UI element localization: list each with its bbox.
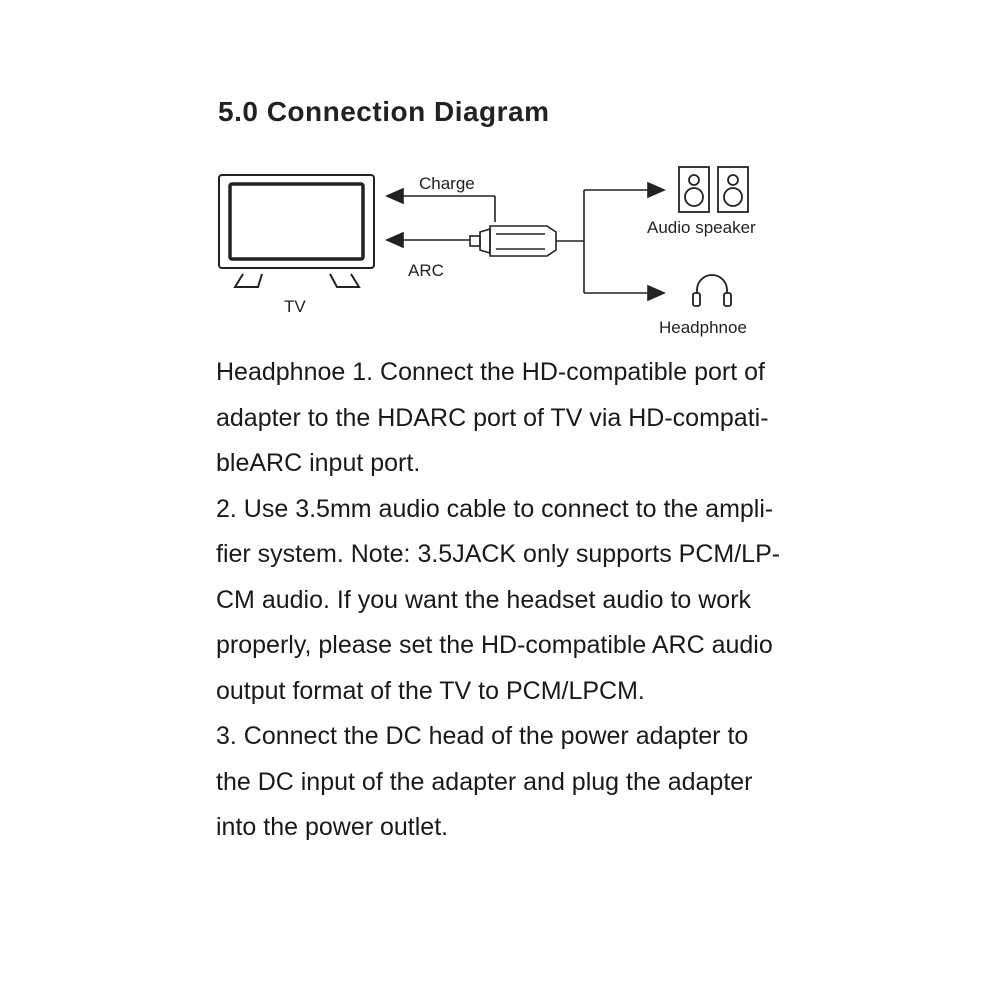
speaker-icon bbox=[678, 166, 749, 213]
arc-arrow bbox=[385, 231, 470, 249]
instruction-line: fier system. Note: 3.5JACK only supports… bbox=[216, 540, 781, 568]
instruction-line: output format of the TV to PCM/LPCM. bbox=[216, 676, 645, 705]
instruction-line: the DC input of the adapter and plug the… bbox=[216, 767, 753, 796]
charge-label: Charge bbox=[419, 174, 475, 193]
tv-label: TV bbox=[284, 297, 306, 316]
charge-arrow bbox=[385, 187, 496, 222]
headphone-label: Headphnoe bbox=[659, 318, 747, 337]
output-lines bbox=[556, 181, 666, 302]
instruction-line: adapter to the HDARC port of TV via HD-c… bbox=[216, 403, 769, 432]
instruction-line: properly, please set the HD-compatible A… bbox=[216, 631, 773, 659]
arc-label: ARC bbox=[408, 261, 444, 280]
speaker-label: Audio speaker bbox=[647, 218, 756, 237]
instruction-line: into the power outlet. bbox=[216, 813, 449, 841]
diagram-title: 5.0 Connection Diagram bbox=[218, 96, 550, 127]
instruction-line: 2. Use 3.5mm audio cable to connect to t… bbox=[216, 494, 774, 523]
adapter-icon bbox=[469, 225, 557, 257]
tv-icon bbox=[218, 174, 375, 288]
connection-diagram: TV Charge ARC bbox=[218, 166, 756, 337]
instruction-line: 3. Connect the DC head of the power adap… bbox=[216, 722, 749, 750]
instruction-line: Headphnoe 1. Connect the HD-compatible p… bbox=[216, 358, 765, 386]
instruction-line: CM audio. If you want the headset audio … bbox=[216, 585, 752, 614]
headphone-icon bbox=[692, 274, 732, 307]
instructions-text: Headphnoe 1. Connect the HD-compatible p… bbox=[216, 350, 816, 851]
instruction-line: bleARC input port. bbox=[216, 449, 421, 477]
